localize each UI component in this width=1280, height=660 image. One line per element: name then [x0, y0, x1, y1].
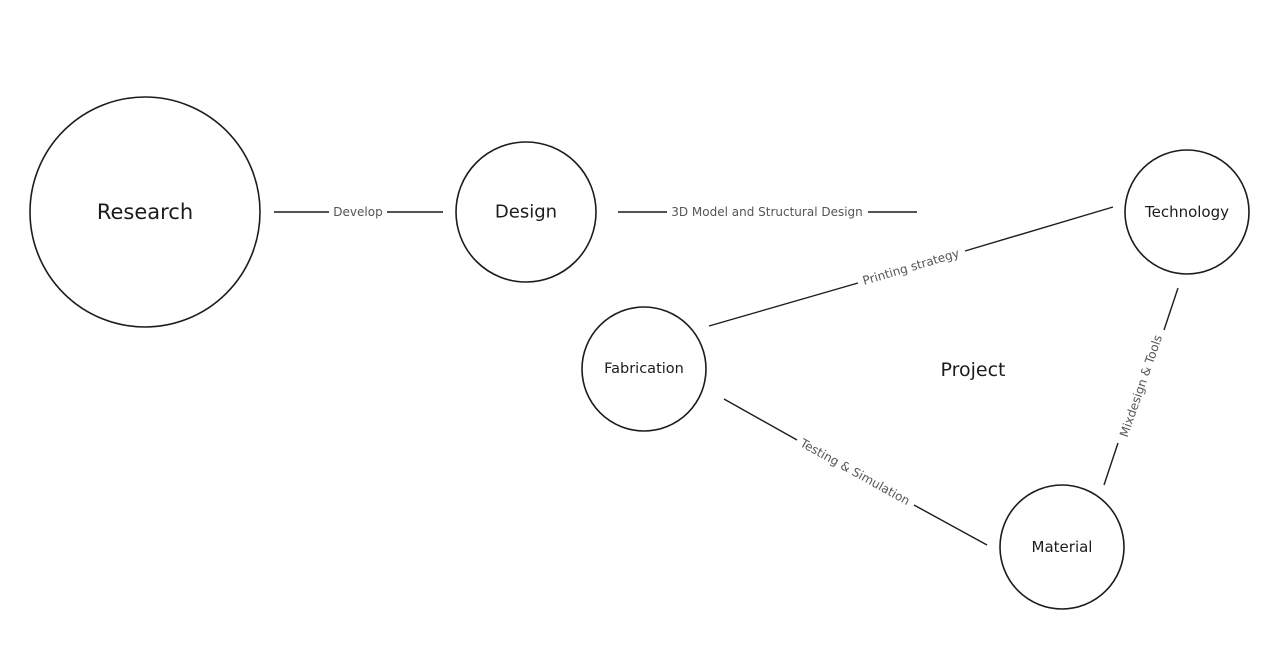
node-design-label: Design	[495, 202, 557, 223]
edge-testing-simulation: Testing & Simulation	[723, 398, 988, 546]
node-material-circle	[999, 484, 1125, 610]
node-fabrication: Fabrication	[581, 306, 707, 432]
edge-printing-line-lower	[708, 282, 859, 327]
edge-develop: Develop	[274, 205, 443, 219]
project-center-label: Project	[940, 359, 1005, 381]
node-material-label: Material	[1032, 538, 1093, 556]
edge-testing-label: Testing & Simulation	[797, 436, 912, 508]
node-design-circle	[455, 141, 597, 283]
edge-printing-strategy: Printing strategy	[708, 206, 1114, 327]
edge-mixdesign-line-lower	[1103, 442, 1119, 486]
edge-develop-label: Develop	[333, 205, 382, 219]
node-design: Design	[455, 141, 597, 283]
node-research: Research	[29, 96, 261, 328]
node-material: Material	[999, 484, 1125, 610]
edge-mixdesign-line-upper	[1163, 287, 1179, 331]
node-fabrication-circle	[581, 306, 707, 432]
node-technology: Technology	[1124, 149, 1250, 275]
node-research-circle	[29, 96, 261, 328]
node-research-label: Research	[97, 200, 193, 224]
edge-printing-line-upper	[964, 206, 1114, 252]
node-technology-circle	[1124, 149, 1250, 275]
edge-3d-model-structural-design: 3D Model and Structural Design	[618, 205, 917, 219]
edge-mixdesign-label: Mixdesign & Tools	[1117, 333, 1165, 439]
edge-printing-label: Printing strategy	[861, 246, 961, 288]
edge-3d-model-label: 3D Model and Structural Design	[671, 205, 863, 219]
edge-testing-line-lower	[913, 504, 988, 546]
node-fabrication-label: Fabrication	[604, 361, 684, 377]
node-technology-label: Technology	[1144, 203, 1229, 221]
edge-mixdesign-tools: Mixdesign & Tools	[1103, 287, 1179, 486]
edge-testing-line-upper	[723, 398, 798, 441]
